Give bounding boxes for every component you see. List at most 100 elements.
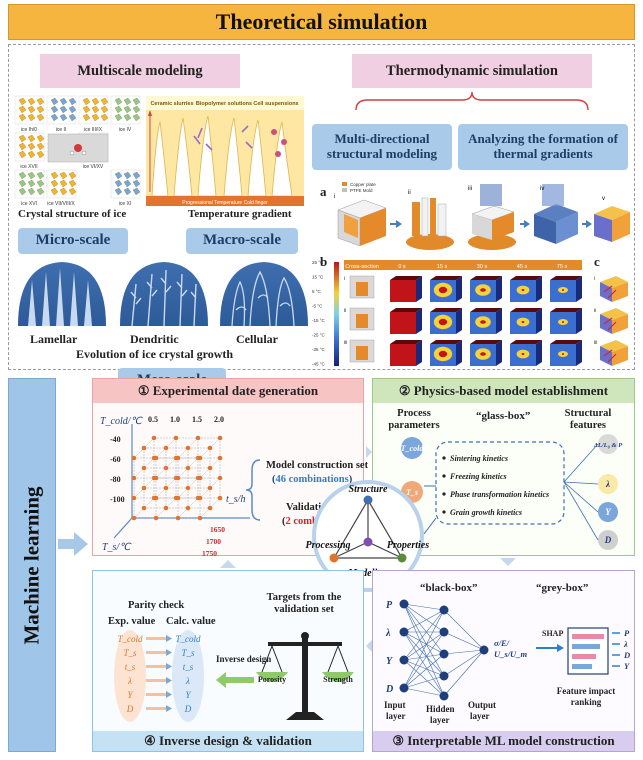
panel-c-row-1: ii — [594, 308, 596, 314]
hidden-node-3 — [439, 671, 449, 681]
grid-point-1-2-0 — [141, 485, 147, 491]
input-layer-l1: Input — [384, 700, 406, 710]
colorbar — [334, 262, 339, 366]
inverse-design-label: Inverse design — [216, 654, 271, 664]
grid-point-0-0-0 — [151, 435, 157, 441]
input-label-0: P — [386, 600, 393, 611]
ice-crystal-7: ice VII/VIII/X — [46, 169, 77, 207]
ranking-label-1: λ — [623, 639, 628, 649]
ice-growth-domes — [18, 262, 308, 327]
grid-point-2-1-0 — [131, 475, 137, 481]
time-label-2: 15 s — [437, 264, 448, 270]
grid-point-1-2-3 — [207, 485, 213, 491]
step-v: v — [602, 196, 605, 202]
grid-point-2-3-2 — [175, 515, 181, 521]
hidden-node-4 — [439, 691, 449, 701]
z-tick-1: 1700 — [206, 537, 221, 546]
kinetics-2: Phase transformation kinetics — [450, 490, 549, 499]
temperature-gradient-figure: Progressional Temperature Cold finger Ce… — [146, 96, 304, 206]
ice-crystal-4: ice XVII — [14, 132, 45, 170]
gradient-header-2: Biopolymer solutions — [196, 101, 252, 107]
y-tick-0: -40 — [110, 435, 121, 444]
heat-cell-0-3 — [470, 276, 502, 302]
kinetics-1: Freezing kinetics — [449, 472, 507, 481]
ice-label-5: ice VI/XV — [83, 164, 104, 170]
multi-directional-modeling-label: Multi-directional structural modeling — [312, 124, 452, 170]
grid-point-1-3-3 — [207, 505, 213, 511]
grid-point-2-3-1 — [153, 515, 159, 521]
grid-point-1-2-1 — [163, 485, 169, 491]
ice-label-0: ice Ih/0 — [21, 127, 37, 133]
exp-value-label: Exp. value — [108, 616, 156, 627]
exp-var-4: Y — [127, 690, 133, 700]
legend-copper: Copper plate — [350, 182, 376, 187]
feature-label-2: Y — [605, 507, 612, 517]
macro-scale-label: Macro-scale — [186, 228, 298, 254]
grid-point-2-2-0 — [131, 495, 137, 501]
ranking-label-2: D — [623, 650, 630, 660]
feature-node-0 — [598, 434, 618, 454]
feature-label-0: ΔL/L₀ & P — [593, 442, 623, 449]
evolution-caption: Evolution of ice crystal growth — [76, 347, 234, 361]
ice-label-3: ice IV — [119, 127, 132, 133]
growth-dendritic: Dendritic — [130, 332, 179, 346]
exp-var-1: T_s — [123, 648, 137, 658]
thermal-gradient-simulation: 25 °C15 °C5 °C-5 °C-15 °C-25 °C-35 °C-45… — [312, 260, 628, 367]
ranking-bar-2 — [572, 654, 596, 659]
grid-point-0-2-3 — [217, 475, 223, 481]
ranking-bar-3 — [572, 664, 592, 669]
time-header-strip — [344, 260, 582, 270]
heat-cell-1-4 — [510, 308, 542, 334]
row-label-2: iii — [344, 340, 347, 346]
hidden-node-2 — [439, 649, 449, 659]
label-processing: Processing — [306, 540, 351, 551]
parity-arrow-4 — [146, 691, 172, 698]
heat-cell-0-4 — [510, 276, 542, 302]
heat-cell-1-3 — [470, 308, 502, 334]
panel-c-thumb-0 — [600, 276, 628, 302]
exp-var-3: λ — [127, 676, 132, 686]
strength-pan — [322, 672, 354, 682]
grid-point-1-1-0 — [141, 465, 147, 471]
grid-point-1-0-0 — [141, 445, 147, 451]
targets-label: Targets from the validation set — [266, 592, 342, 616]
inverse-design-arrow — [216, 672, 254, 688]
input-label-1: λ — [385, 628, 391, 639]
grid-point-0-0-1 — [173, 435, 179, 441]
grid-point-0-3-3 — [217, 495, 223, 501]
label-structure: Structure — [349, 484, 388, 495]
ice-label-7: ice VII/VIII/X — [47, 201, 75, 207]
feature-label-3: D — [604, 535, 612, 545]
kinetics-3: Grain growth kinetics — [450, 508, 522, 517]
calc-ellipse — [172, 630, 204, 722]
arrow-3-to-4 — [366, 640, 372, 652]
grid-point-0-1-3 — [217, 455, 223, 461]
grid-point-2-2-3 — [197, 495, 203, 501]
step-iii: iii — [468, 186, 472, 192]
calc-var-0: T_cold — [175, 634, 201, 644]
z-tick-2: 1750 — [202, 549, 217, 558]
calc-var-5: D — [184, 704, 192, 714]
panel-b-letter: b — [320, 254, 328, 269]
time-label-3: 30 s — [477, 264, 488, 270]
grid-point-1-0-3 — [207, 445, 213, 451]
label-properties: Properties — [387, 540, 429, 551]
input-node-1 — [399, 627, 409, 637]
parity-arrow-2 — [146, 663, 172, 670]
ice-crystal-0: ice Ih/0 — [14, 95, 45, 133]
input-layer-l2: layer — [386, 711, 406, 721]
heat-cell-2-3 — [470, 340, 502, 366]
calc-var-2: t_s — [183, 662, 194, 672]
x-tick-2: 1.5 — [192, 415, 202, 424]
input-label-3: D — [385, 684, 393, 695]
grid-point-1-1-2 — [185, 465, 191, 471]
grid-point-2-1-3 — [197, 475, 203, 481]
y-axis-label: T_cold/℃ — [100, 416, 144, 427]
machine-learning-label: Machine learning — [8, 378, 56, 752]
cross-section-core-2 — [356, 346, 368, 360]
ice-label-6: ice XVI — [21, 201, 37, 207]
grid-point-2-0-1 — [153, 455, 159, 461]
grid-point-2-2-2 — [175, 495, 181, 501]
